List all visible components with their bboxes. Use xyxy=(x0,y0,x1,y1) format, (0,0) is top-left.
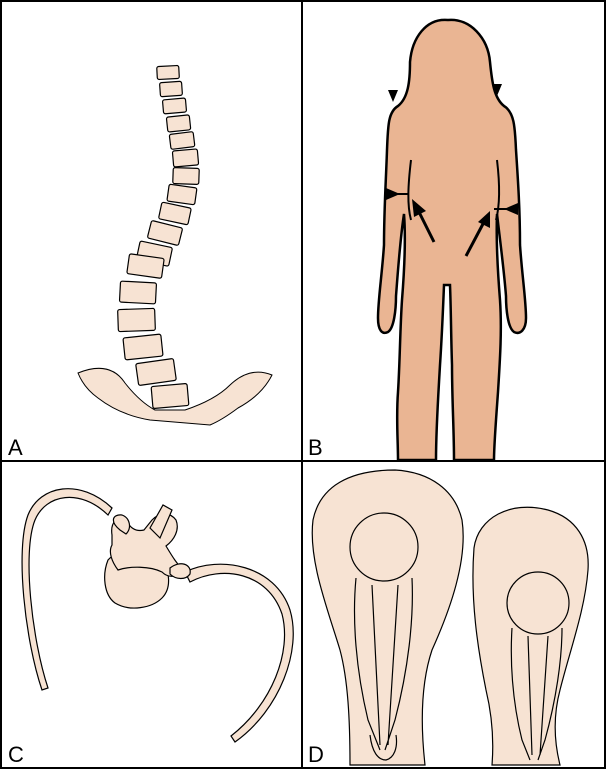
transverse-process-left xyxy=(112,514,131,535)
left-hands xyxy=(369,734,398,761)
right-rib xyxy=(184,563,294,743)
vertebra xyxy=(118,280,157,305)
vertebra xyxy=(147,220,183,246)
left-arms xyxy=(353,577,413,751)
vertebra xyxy=(159,80,183,98)
vertebral-column xyxy=(117,64,200,409)
right-diagonal-arrow xyxy=(464,211,490,257)
vertebra xyxy=(168,131,196,150)
panel-b xyxy=(376,18,528,462)
left-diagonal-arrow xyxy=(412,199,436,243)
vertebra xyxy=(171,148,200,168)
vertebra xyxy=(135,358,177,386)
vertebra xyxy=(156,64,180,81)
panel-label-a: A xyxy=(8,435,23,460)
vertebra xyxy=(172,167,200,185)
left-shoulder-arrowhead xyxy=(388,90,398,102)
body-outline xyxy=(376,18,528,462)
right-arms xyxy=(510,627,563,761)
right-head xyxy=(506,571,570,635)
left-rib xyxy=(21,488,113,691)
spinous-process xyxy=(149,504,173,540)
right-back-outline xyxy=(472,506,589,766)
panel-label-b: B xyxy=(308,435,323,460)
transverse-process-right xyxy=(169,563,191,580)
vertebra xyxy=(166,183,198,206)
vertebra xyxy=(126,253,165,279)
vertebra xyxy=(150,383,190,409)
right-shoulder-arrowhead xyxy=(492,84,502,96)
left-waist-crease xyxy=(407,159,412,221)
vertebra xyxy=(161,97,187,115)
panel-a xyxy=(77,64,273,426)
vertebra xyxy=(165,114,192,133)
vertebra xyxy=(158,201,192,226)
vertebra xyxy=(117,307,156,333)
vertebra xyxy=(122,333,164,361)
left-head xyxy=(349,512,419,582)
panel-c xyxy=(21,488,294,743)
panel-label-d: D xyxy=(308,742,324,767)
panel-d xyxy=(311,469,589,766)
right-waist-crease xyxy=(495,159,501,221)
pelvis xyxy=(77,367,273,426)
panel-label-c: C xyxy=(8,742,24,767)
